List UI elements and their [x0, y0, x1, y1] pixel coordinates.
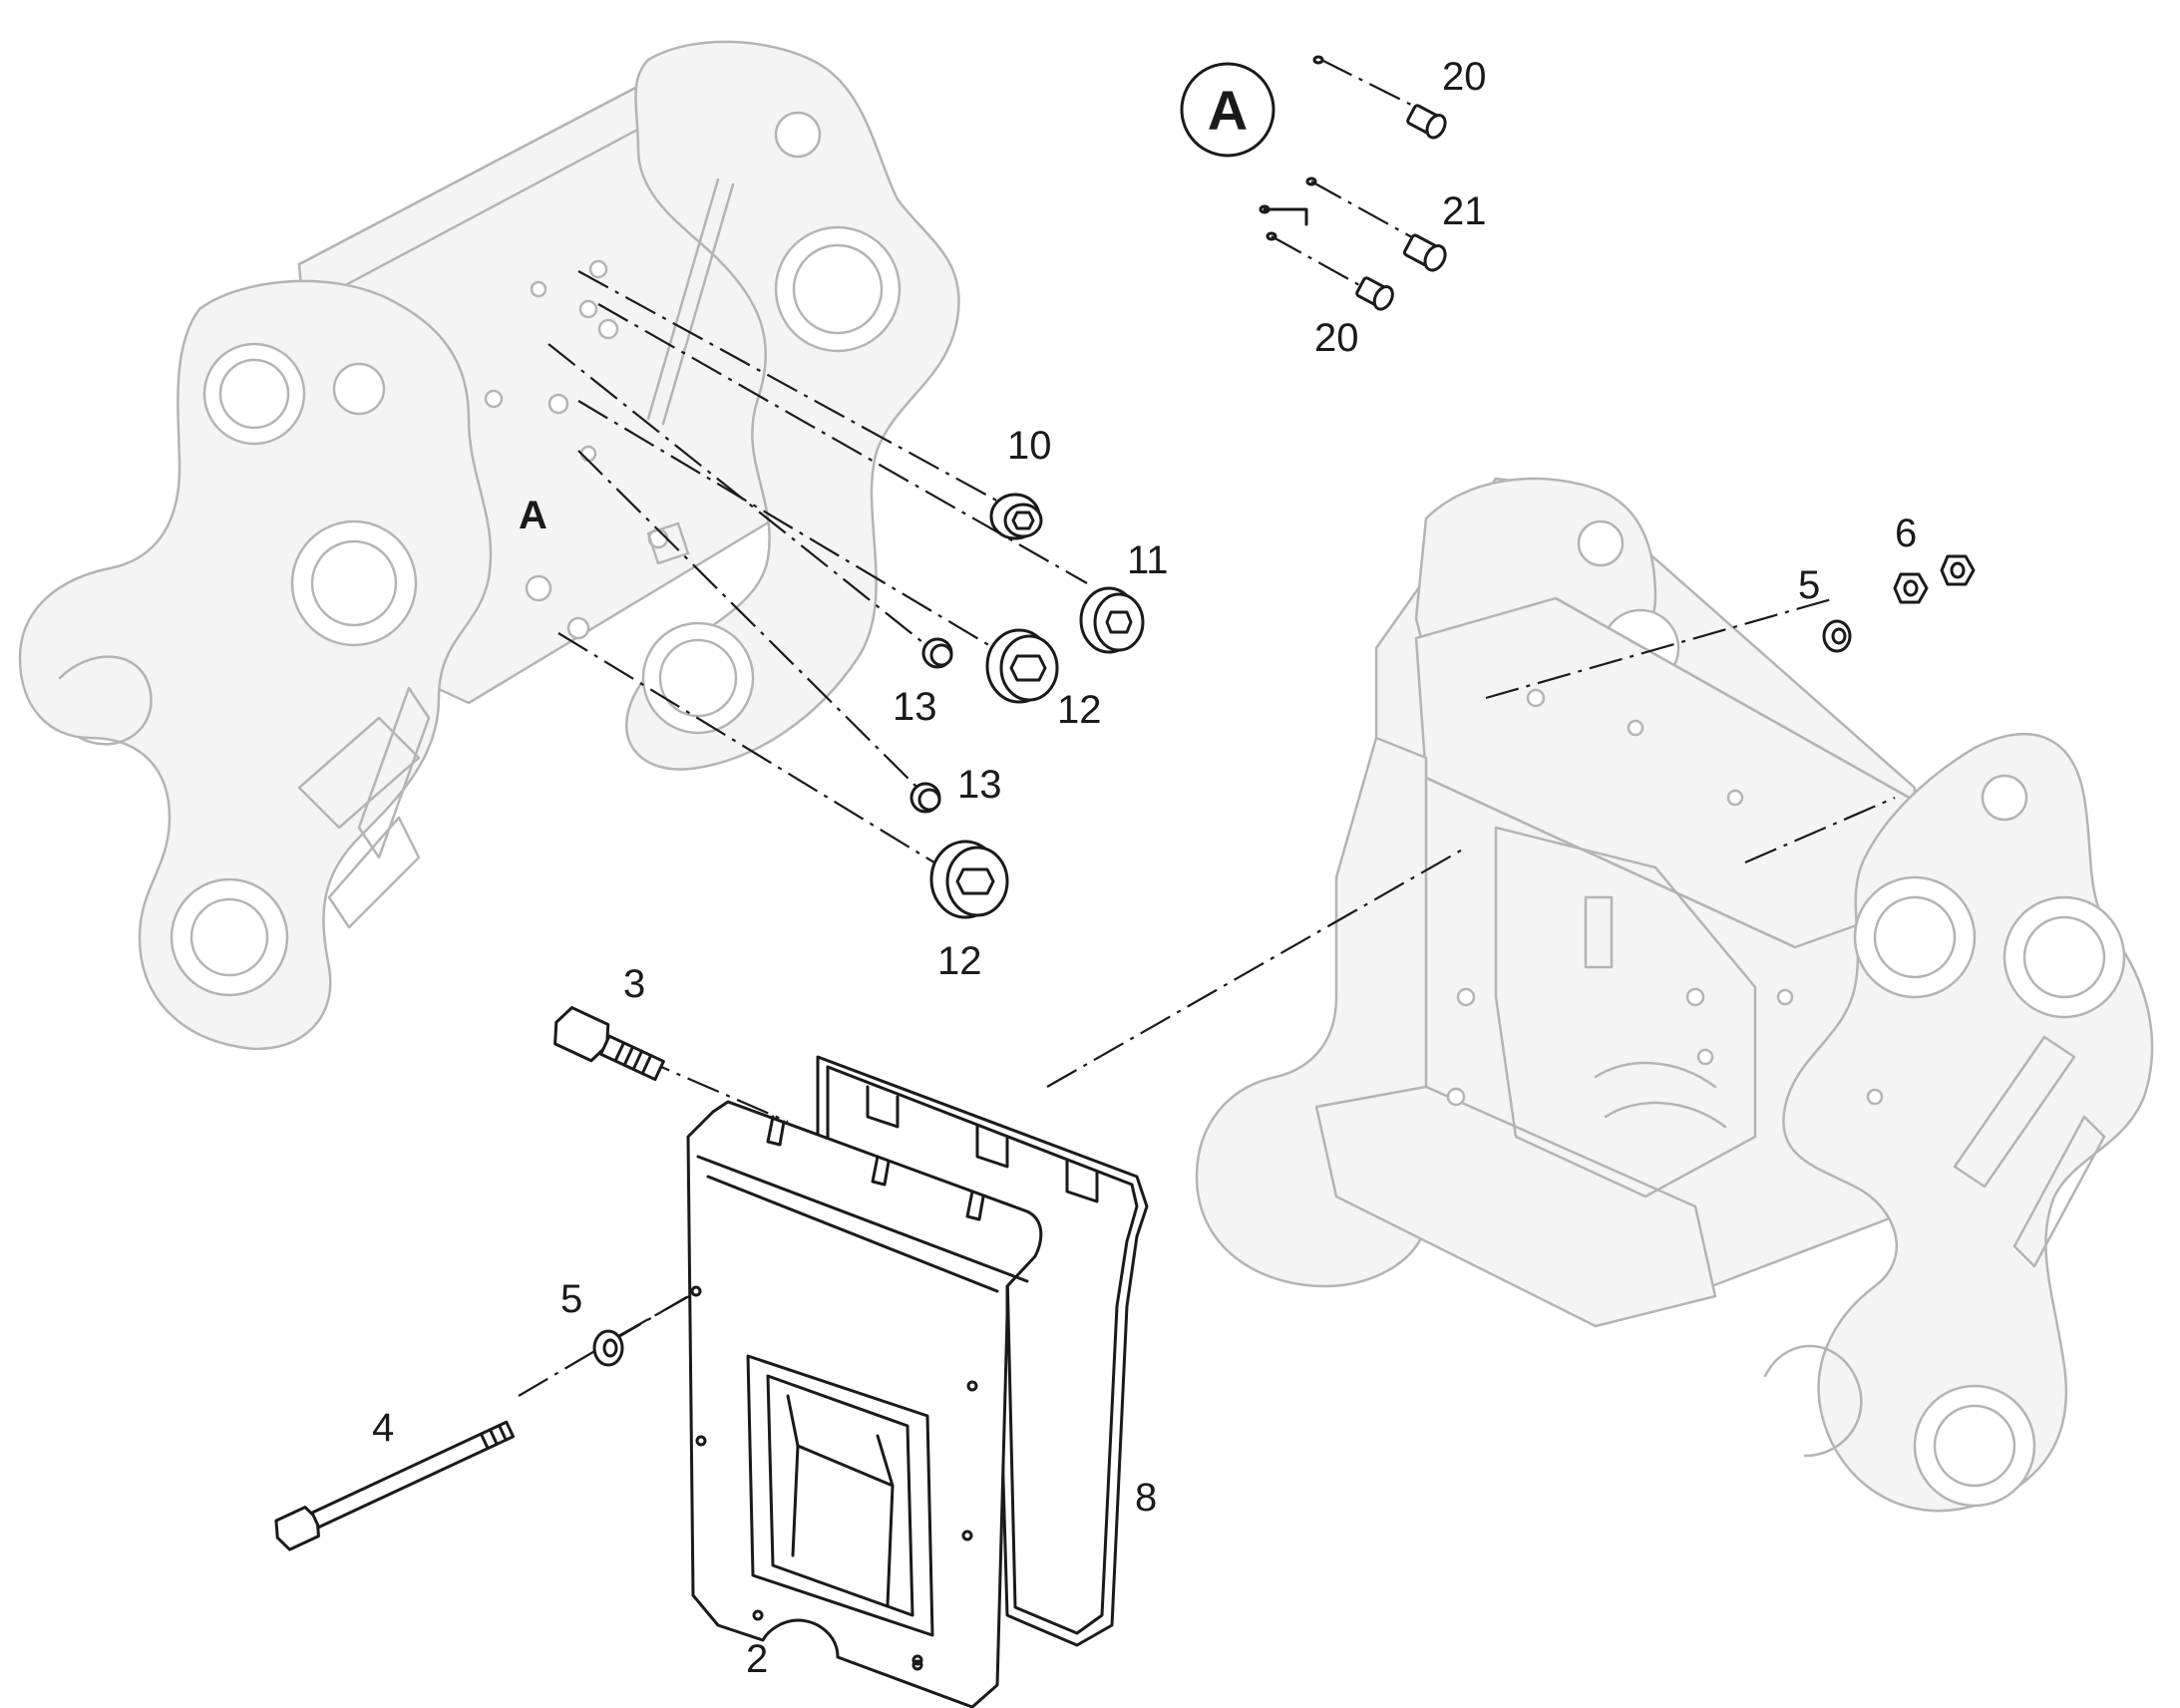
label-8: 8	[1135, 1476, 1157, 1520]
label-12-lower: 12	[937, 939, 982, 983]
bolt-3	[553, 1006, 665, 1082]
label-5-left: 5	[560, 1277, 582, 1321]
left-coupler-frame	[18, 40, 960, 1051]
screw-20-top	[1406, 104, 1447, 140]
label-13-upper: 13	[893, 685, 937, 729]
cover-plate-2	[686, 1100, 1043, 1708]
plug-10	[989, 493, 1043, 540]
label-2: 2	[746, 1637, 768, 1681]
detail-a-callout: A	[1180, 62, 1275, 158]
plug-11	[1079, 586, 1145, 654]
screw-20-bottom	[1355, 276, 1394, 311]
plug-12-upper	[985, 628, 1059, 704]
label-12-upper: 12	[1057, 688, 1102, 732]
screw-21	[1402, 233, 1447, 272]
leader-lines	[518, 59, 1896, 1397]
detail-a-holes	[1259, 55, 1324, 241]
detail-a-marker: A	[519, 494, 547, 537]
label-11: 11	[1127, 538, 1169, 582]
label-6: 6	[1895, 512, 1917, 555]
right-coupler-frame	[1195, 477, 2154, 1513]
label-4: 4	[372, 1406, 394, 1450]
part-labels: 20 21 20 10 11 13 12 13 12 6 5 3 5 4 8 2…	[372, 55, 1917, 1681]
plug-12-lower	[929, 840, 1009, 919]
bolt-4	[274, 1420, 516, 1551]
washer-5-left	[592, 1329, 624, 1367]
svg-text:A: A	[1208, 79, 1248, 142]
plug-13-upper	[921, 637, 953, 669]
nut-6-right	[1893, 572, 1929, 604]
washer-5-right	[1822, 619, 1852, 653]
label-3: 3	[623, 962, 645, 1006]
plug-13-lower	[909, 782, 941, 814]
label-10: 10	[1007, 424, 1052, 468]
label-13-lower: 13	[957, 763, 1002, 807]
label-20-top: 20	[1442, 55, 1487, 99]
label-5-right: 5	[1798, 563, 1820, 607]
label-20-bottom: 20	[1314, 316, 1359, 360]
nut-6-right-b	[1940, 554, 1976, 586]
label-21: 21	[1442, 189, 1487, 233]
